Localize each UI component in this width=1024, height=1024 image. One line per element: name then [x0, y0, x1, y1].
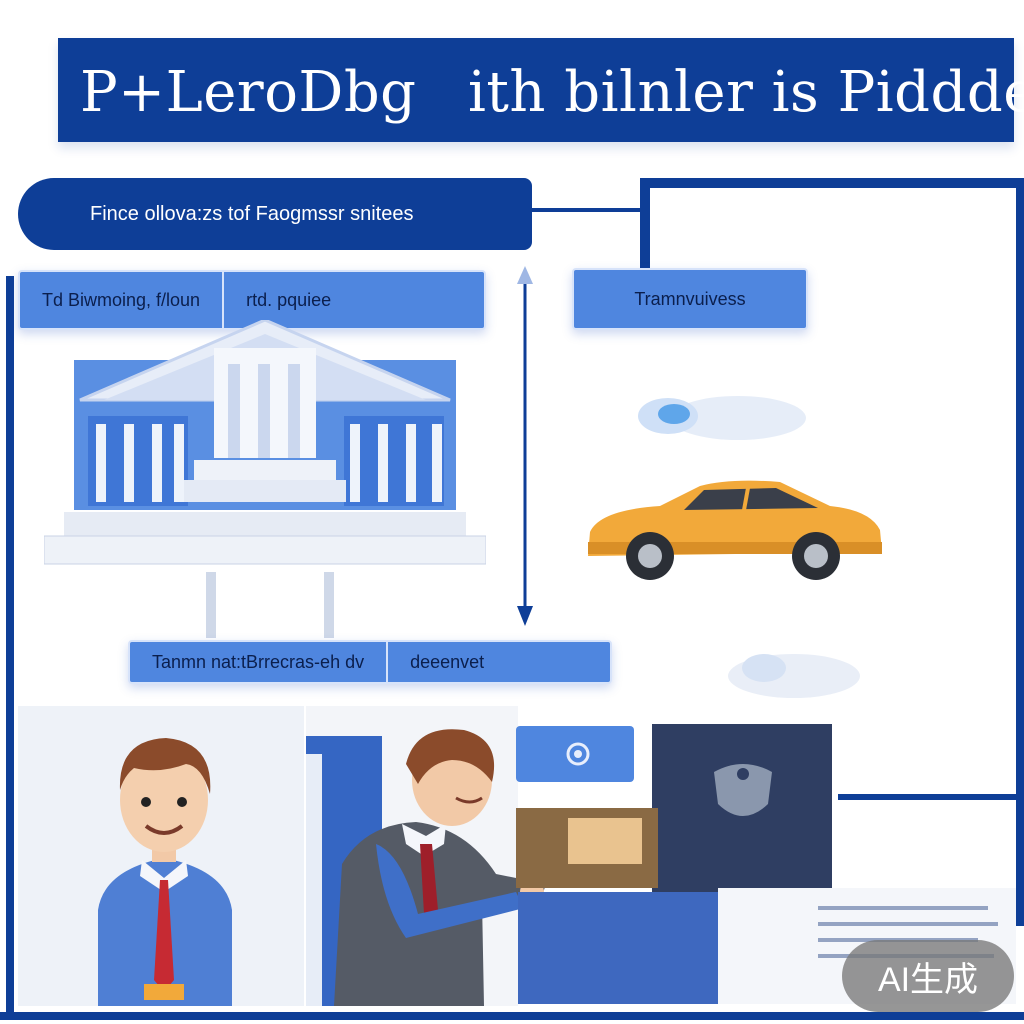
- service-counter: [518, 892, 718, 1004]
- person-left-icon: [98, 738, 232, 1006]
- frame-line-top-right-drop: [640, 178, 650, 268]
- pill-divider: [386, 642, 389, 682]
- circle-icon: [566, 742, 590, 766]
- car-icon: [588, 480, 882, 580]
- terminal-screen: [568, 818, 642, 864]
- bank-label-part1: Td Biwmoing, f/loun: [42, 289, 201, 310]
- bank-pillar-right: [324, 572, 334, 638]
- title-right-text: ith bilnler is Pidddel: [468, 60, 1024, 125]
- subtitle-ribbon: Fince ollova:zs tof Faogmssr snitees: [18, 178, 532, 250]
- frame-line-top-right: [640, 178, 1024, 188]
- card-swipe-icon: [638, 396, 806, 440]
- title-banner: P+LeroDbg ith bilnler is Pidddel: [58, 38, 1024, 142]
- subtitle-text: Fince ollova:zs tof Faogmssr snitees: [90, 202, 414, 225]
- bottom-label-pill: Tanmn nat:tBrrecras-eh dv deeenvet: [128, 640, 612, 684]
- frame-line-right: [1016, 186, 1024, 926]
- bottom-label-part2: deeenvet: [410, 651, 485, 672]
- bottom-label-part1: Tanmn nat:tBrrecras-eh dv: [152, 651, 365, 672]
- bank-building-icon: [44, 320, 486, 565]
- frame-line-mid-right: [838, 794, 1018, 800]
- vertical-arrow-icon: [517, 266, 533, 626]
- title-left-text: P+LeroDbg: [80, 60, 417, 125]
- car-label-text: Tramnvuivess: [634, 288, 746, 309]
- car-label-pill: Tramnvuivess: [572, 268, 808, 330]
- ai-generated-badge: AI生成: [842, 940, 1014, 1012]
- pill-divider: [222, 272, 225, 328]
- frame-line-left: [6, 276, 14, 1016]
- shield-icon: [714, 764, 772, 816]
- cloud-icon: [728, 654, 860, 698]
- ai-generated-text: AI生成: [877, 960, 979, 999]
- bank-label-part2: rtd. pquiee: [246, 289, 332, 310]
- bank-label-pill: Td Biwmoing, f/loun rtd. pquiee: [18, 270, 486, 330]
- bank-pillar-left: [206, 572, 216, 638]
- connector-line: [532, 208, 640, 212]
- frame-line-bottom: [0, 1012, 1024, 1020]
